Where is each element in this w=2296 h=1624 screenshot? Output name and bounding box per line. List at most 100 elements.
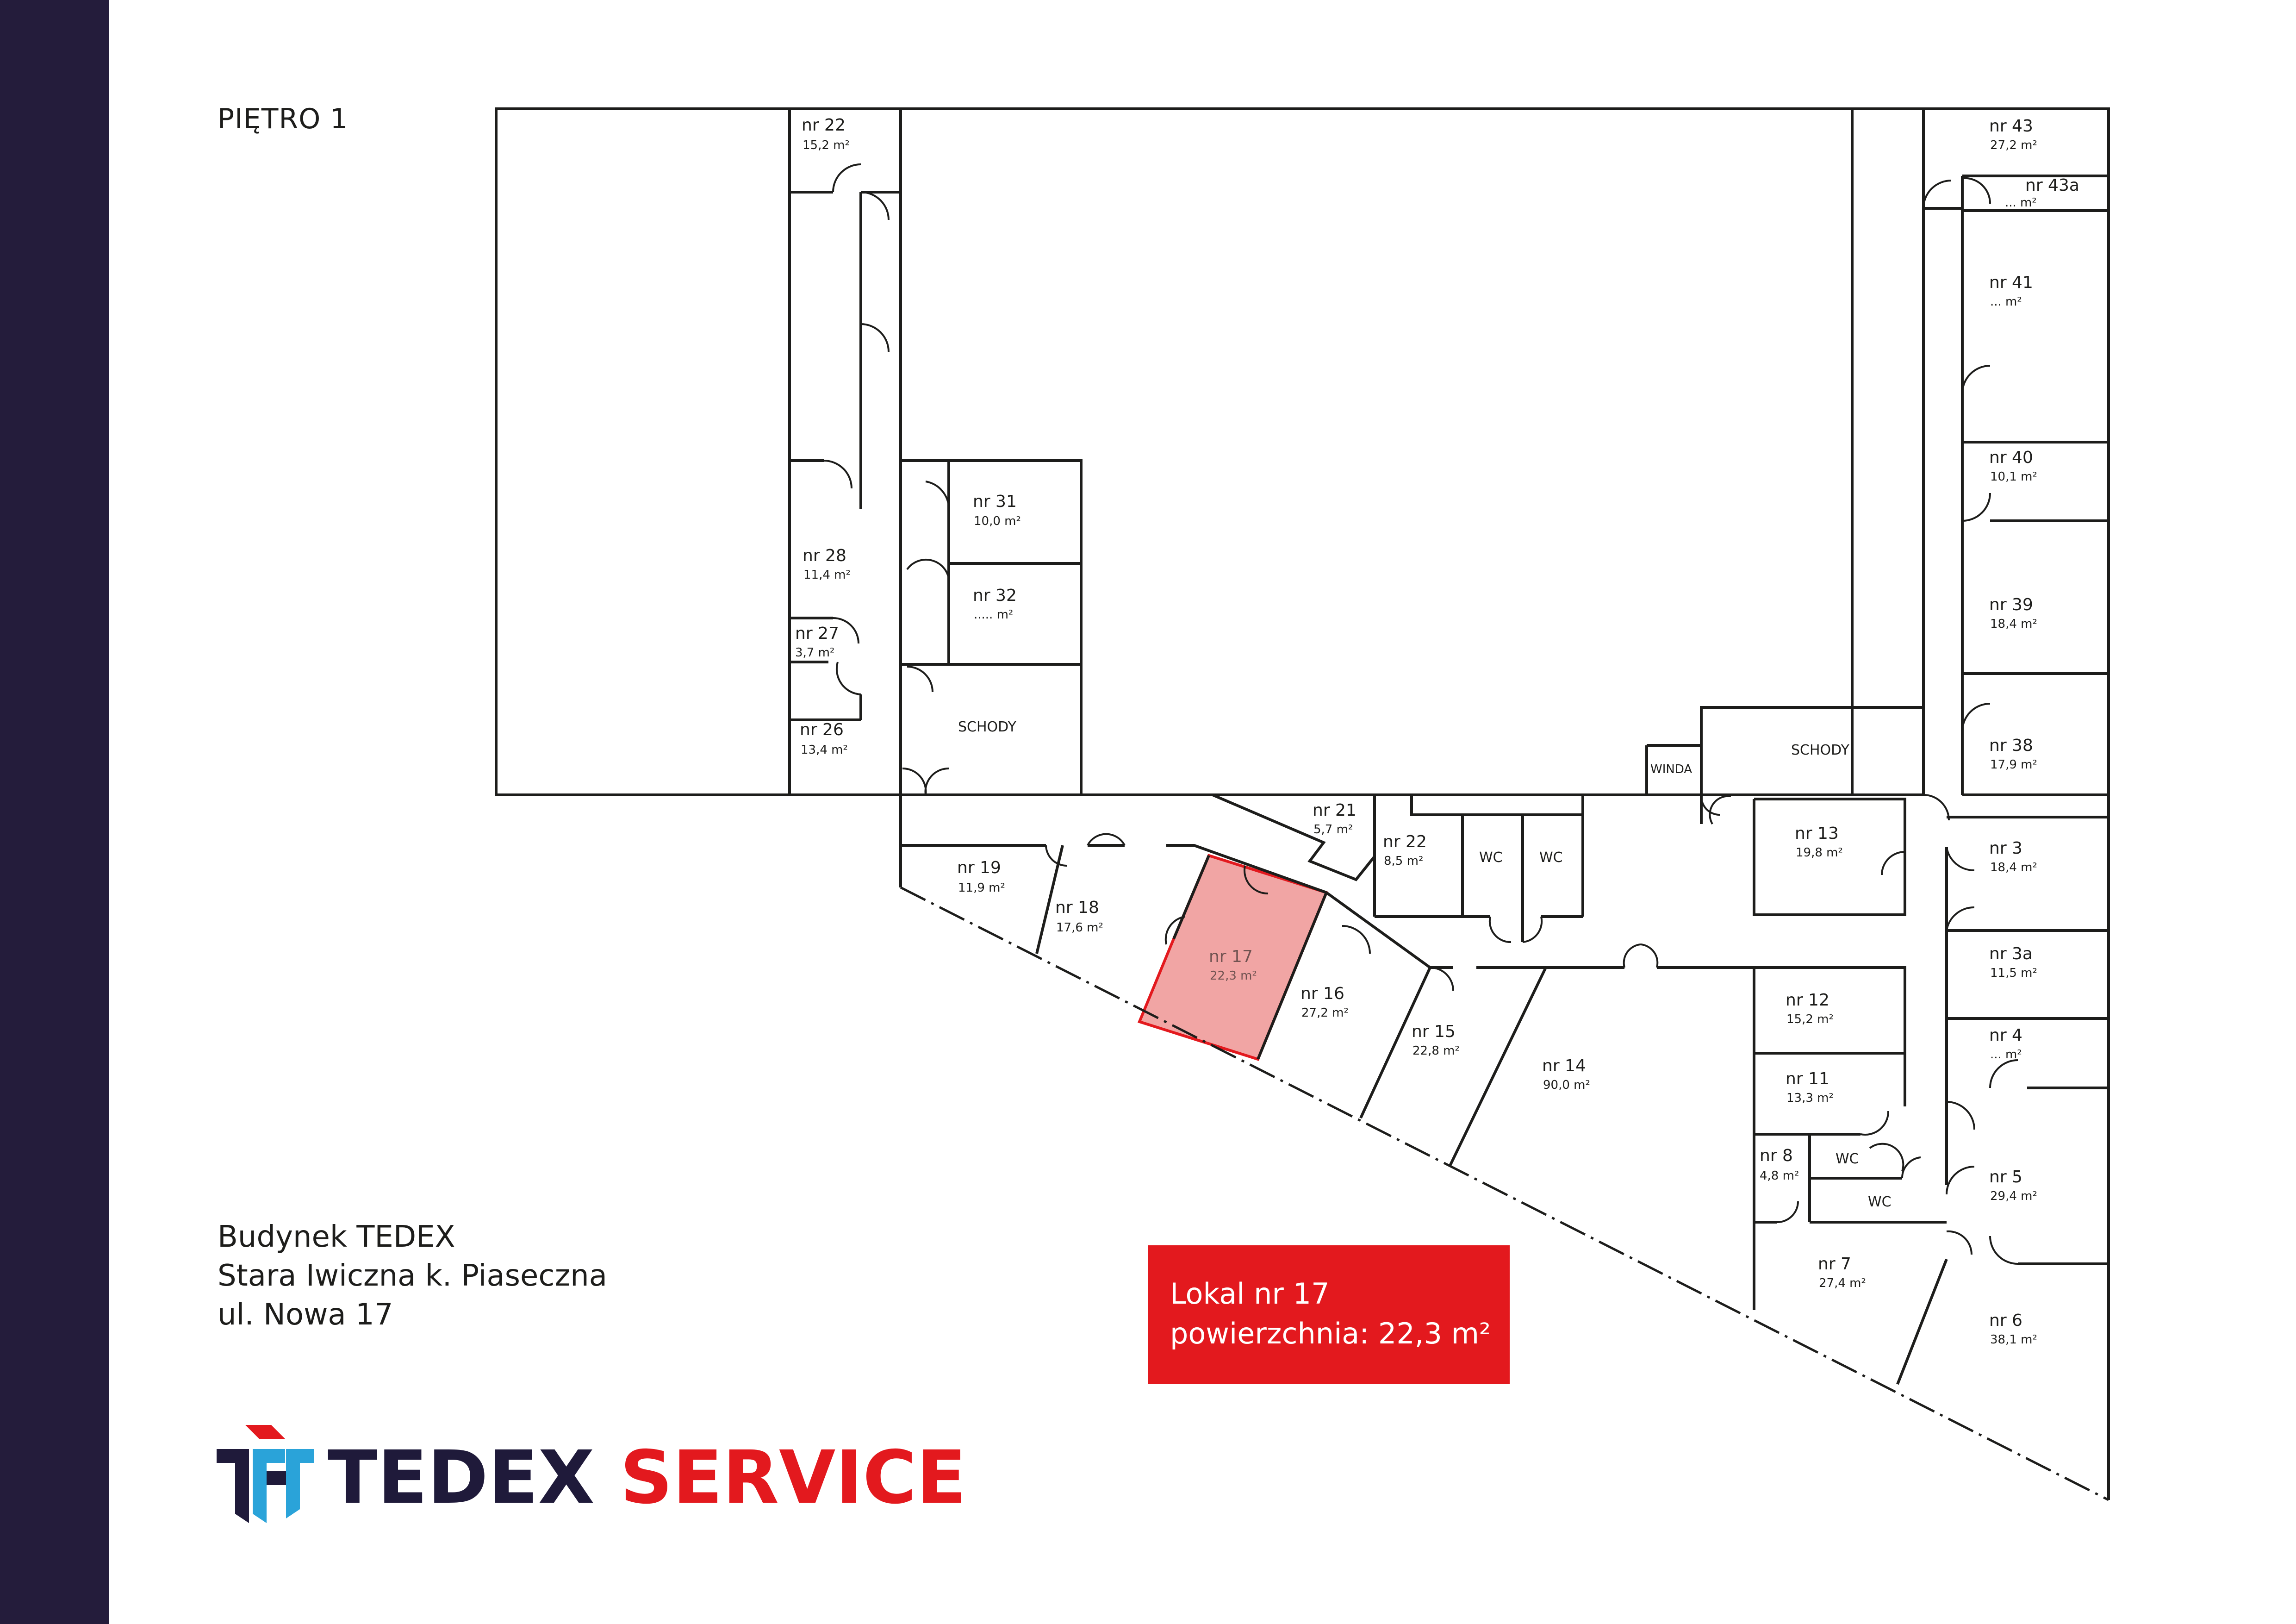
door-swing <box>832 163 861 193</box>
room-label: nr 14 <box>1542 1056 1586 1075</box>
room-area: ... m² <box>2005 196 2037 210</box>
logo-wordmark: TEDEX SERVICE <box>328 1435 966 1520</box>
door-swing <box>1989 1236 2018 1265</box>
room-area: 90,0 m² <box>1543 1078 1590 1092</box>
room-area: 27,2 m² <box>1990 138 2037 152</box>
room-label: nr 8 <box>1760 1146 1793 1165</box>
room-area: 17,9 m² <box>1990 758 2037 772</box>
unit-area: powierzchnia: 22,3 m² <box>1170 1317 1491 1350</box>
wall <box>1410 795 1584 816</box>
wc-label: WC <box>1479 849 1503 866</box>
room-label: nr 43 <box>1989 117 2033 136</box>
room-label: nr 39 <box>1989 595 2033 614</box>
room-area: 10,0 m² <box>974 514 1021 528</box>
room-area: 11,5 m² <box>1990 966 2037 980</box>
address-line: Stara Iwiczna k. Piaseczna <box>218 1259 607 1293</box>
room-label: nr 22 <box>1383 832 1427 851</box>
room-area: 13,4 m² <box>801 743 848 757</box>
room-label: nr 7 <box>1818 1255 1851 1274</box>
room-label: nr 38 <box>1989 736 2033 755</box>
elevator-label: WINDA <box>1650 762 1692 776</box>
sidebar-bar <box>0 0 109 1624</box>
wall <box>1753 798 1906 916</box>
door-swing <box>1045 845 1067 867</box>
door-swing <box>1522 916 1543 943</box>
door-swing <box>906 558 950 579</box>
unit-number: Lokal nr 17 <box>1170 1277 1330 1311</box>
room-area: 10,1 m² <box>1990 470 2037 484</box>
building-address: Budynek TEDEX Stara Iwiczna k. Piaseczna… <box>218 1218 607 1334</box>
door-swing <box>924 767 949 795</box>
room-area: 4,8 m² <box>1760 1169 1799 1183</box>
logo-word-tedex: TEDEX <box>328 1435 595 1520</box>
room-label: nr 22 <box>802 116 846 135</box>
door-swing <box>1923 794 1950 821</box>
room-label: nr 19 <box>957 858 1001 877</box>
door-swing <box>1946 1166 1975 1195</box>
door-swing <box>925 481 950 510</box>
room-area: 38,1 m² <box>1990 1333 2037 1347</box>
logo-mark-icon <box>217 1425 314 1523</box>
room-area: 3,7 m² <box>795 646 834 660</box>
door-swing <box>1946 847 1975 872</box>
room-area: 29,4 m² <box>1990 1189 2037 1203</box>
room-label: nr 4 <box>1989 1026 2022 1045</box>
door-swing <box>833 617 859 644</box>
door-swing <box>907 666 933 693</box>
door-swing <box>1244 865 1269 895</box>
door-swing <box>902 767 927 795</box>
room-labels: nr 22 15,2 m² nr 31 10,0 m² nr 28 11,4 m… <box>795 116 2079 1347</box>
room-label: nr 3a <box>1989 944 2033 963</box>
room-area: ..... m² <box>974 608 1013 622</box>
room-area: 8,5 m² <box>1384 854 1423 868</box>
door-swing <box>860 323 890 352</box>
door-swing <box>1164 916 1185 945</box>
room-label: nr 31 <box>973 492 1017 511</box>
wall <box>1166 844 1327 894</box>
door-swing <box>823 460 852 489</box>
room-label: nr 43a <box>2025 176 2079 195</box>
room-label: nr 28 <box>803 546 846 565</box>
door-swing <box>1640 943 1659 968</box>
room-area: 18,4 m² <box>1990 617 2037 631</box>
door-swing <box>1488 916 1512 943</box>
room-area: 15,2 m² <box>803 138 850 152</box>
room-area: ... m² <box>1990 1048 2022 1062</box>
room-label: nr 18 <box>1055 898 1099 917</box>
wc-label: WC <box>1868 1194 1892 1210</box>
room-tags: SCHODY SCHODY WINDA WC WC WC WC <box>958 719 1892 1210</box>
door-swing <box>1962 493 1991 522</box>
unit-info-box: Lokal nr 17 powierzchnia: 22,3 m² <box>1148 1245 1510 1384</box>
door-swing <box>1923 180 1952 209</box>
room-label: nr 41 <box>1989 273 2033 292</box>
address-line: Budynek TEDEX <box>218 1220 455 1254</box>
door-swing <box>1430 967 1454 991</box>
room-area: 19,8 m² <box>1796 846 1843 860</box>
door-swing <box>1961 703 1991 732</box>
room-label: nr 3 <box>1989 839 2022 858</box>
door-swing <box>1961 365 1991 394</box>
facade <box>900 886 2109 1501</box>
room-label: nr 5 <box>1989 1168 2022 1187</box>
door-swing <box>1860 1111 1890 1136</box>
wall <box>899 459 1083 796</box>
room-label: nr 40 <box>1989 448 2033 467</box>
room-area: 27,2 m² <box>1301 1006 1349 1020</box>
room-area: 13,3 m² <box>1786 1091 1834 1105</box>
room-label: nr 32 <box>973 586 1017 605</box>
wall <box>1700 706 1925 796</box>
room-label: nr 21 <box>1313 801 1356 820</box>
wc-label: WC <box>1539 849 1563 866</box>
door-swing <box>1946 1101 1975 1130</box>
room-label: nr 27 <box>795 624 839 643</box>
door-swing <box>1777 1201 1799 1223</box>
door-swing <box>1342 925 1371 954</box>
door-swing <box>1623 943 1641 968</box>
wall <box>1448 966 1548 1168</box>
door-swing <box>1946 906 1975 931</box>
door-swing <box>1901 1156 1921 1179</box>
room-area: ... m² <box>1990 295 2022 309</box>
wall <box>1172 855 1210 940</box>
room-label: nr 13 <box>1795 824 1839 843</box>
wall <box>1852 107 2110 1500</box>
